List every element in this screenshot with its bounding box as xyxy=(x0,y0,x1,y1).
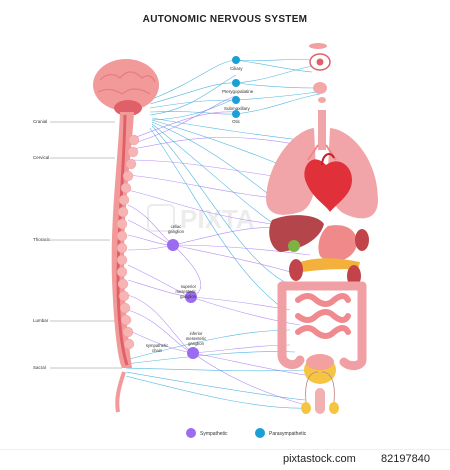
diagram-title: AUTONOMIC NERVOUS SYSTEM xyxy=(142,14,308,25)
salivary-glands xyxy=(313,82,327,103)
reproductive-organs xyxy=(301,371,339,414)
stock-footer: pixtastock.com 82197840 xyxy=(0,449,450,470)
gallbladder xyxy=(288,240,300,252)
bladder xyxy=(304,354,336,384)
stomach xyxy=(318,225,357,262)
region-leaders xyxy=(50,121,122,369)
intestines xyxy=(277,281,367,371)
legend-sympathetic-label: Sympathetic xyxy=(200,431,228,437)
legend-parasympathetic-label: Parasympathetic xyxy=(269,431,307,437)
eye xyxy=(309,43,331,71)
sympathetic-ganglia-dots xyxy=(167,239,199,359)
pixta-watermark: PIXTA xyxy=(147,204,255,234)
label-otic: Otic xyxy=(232,119,241,124)
pancreas xyxy=(300,258,360,272)
legend-sympathetic-dot xyxy=(186,428,196,438)
label-pterygopalatine: Pterygopalatine xyxy=(222,89,254,94)
label-submaxillary: Submaxillary xyxy=(224,106,250,111)
region-sacral: Sacral xyxy=(33,365,46,370)
heart xyxy=(304,153,352,212)
region-cervical: Cervical xyxy=(33,155,50,160)
region-lumbar: Lumbar xyxy=(33,318,49,323)
spleen xyxy=(355,229,369,251)
label-ciliary: Ciliary xyxy=(230,66,243,71)
cranial-ganglia-dots xyxy=(232,56,240,118)
footer-image-id: 82197840 xyxy=(381,453,430,465)
brain xyxy=(93,59,159,116)
region-thoracic: Thoracic xyxy=(33,237,51,242)
liver xyxy=(269,215,324,252)
sympathetic-chain-beads xyxy=(116,134,140,350)
region-cranial: Cranial xyxy=(33,119,48,124)
svg-text:PIXTA: PIXTA xyxy=(180,204,255,234)
footer-brand[interactable]: pixtastock.com xyxy=(283,453,356,465)
legend-parasympathetic-dot xyxy=(255,428,265,438)
legend: Sympathetic Parasympathetic xyxy=(0,428,450,440)
